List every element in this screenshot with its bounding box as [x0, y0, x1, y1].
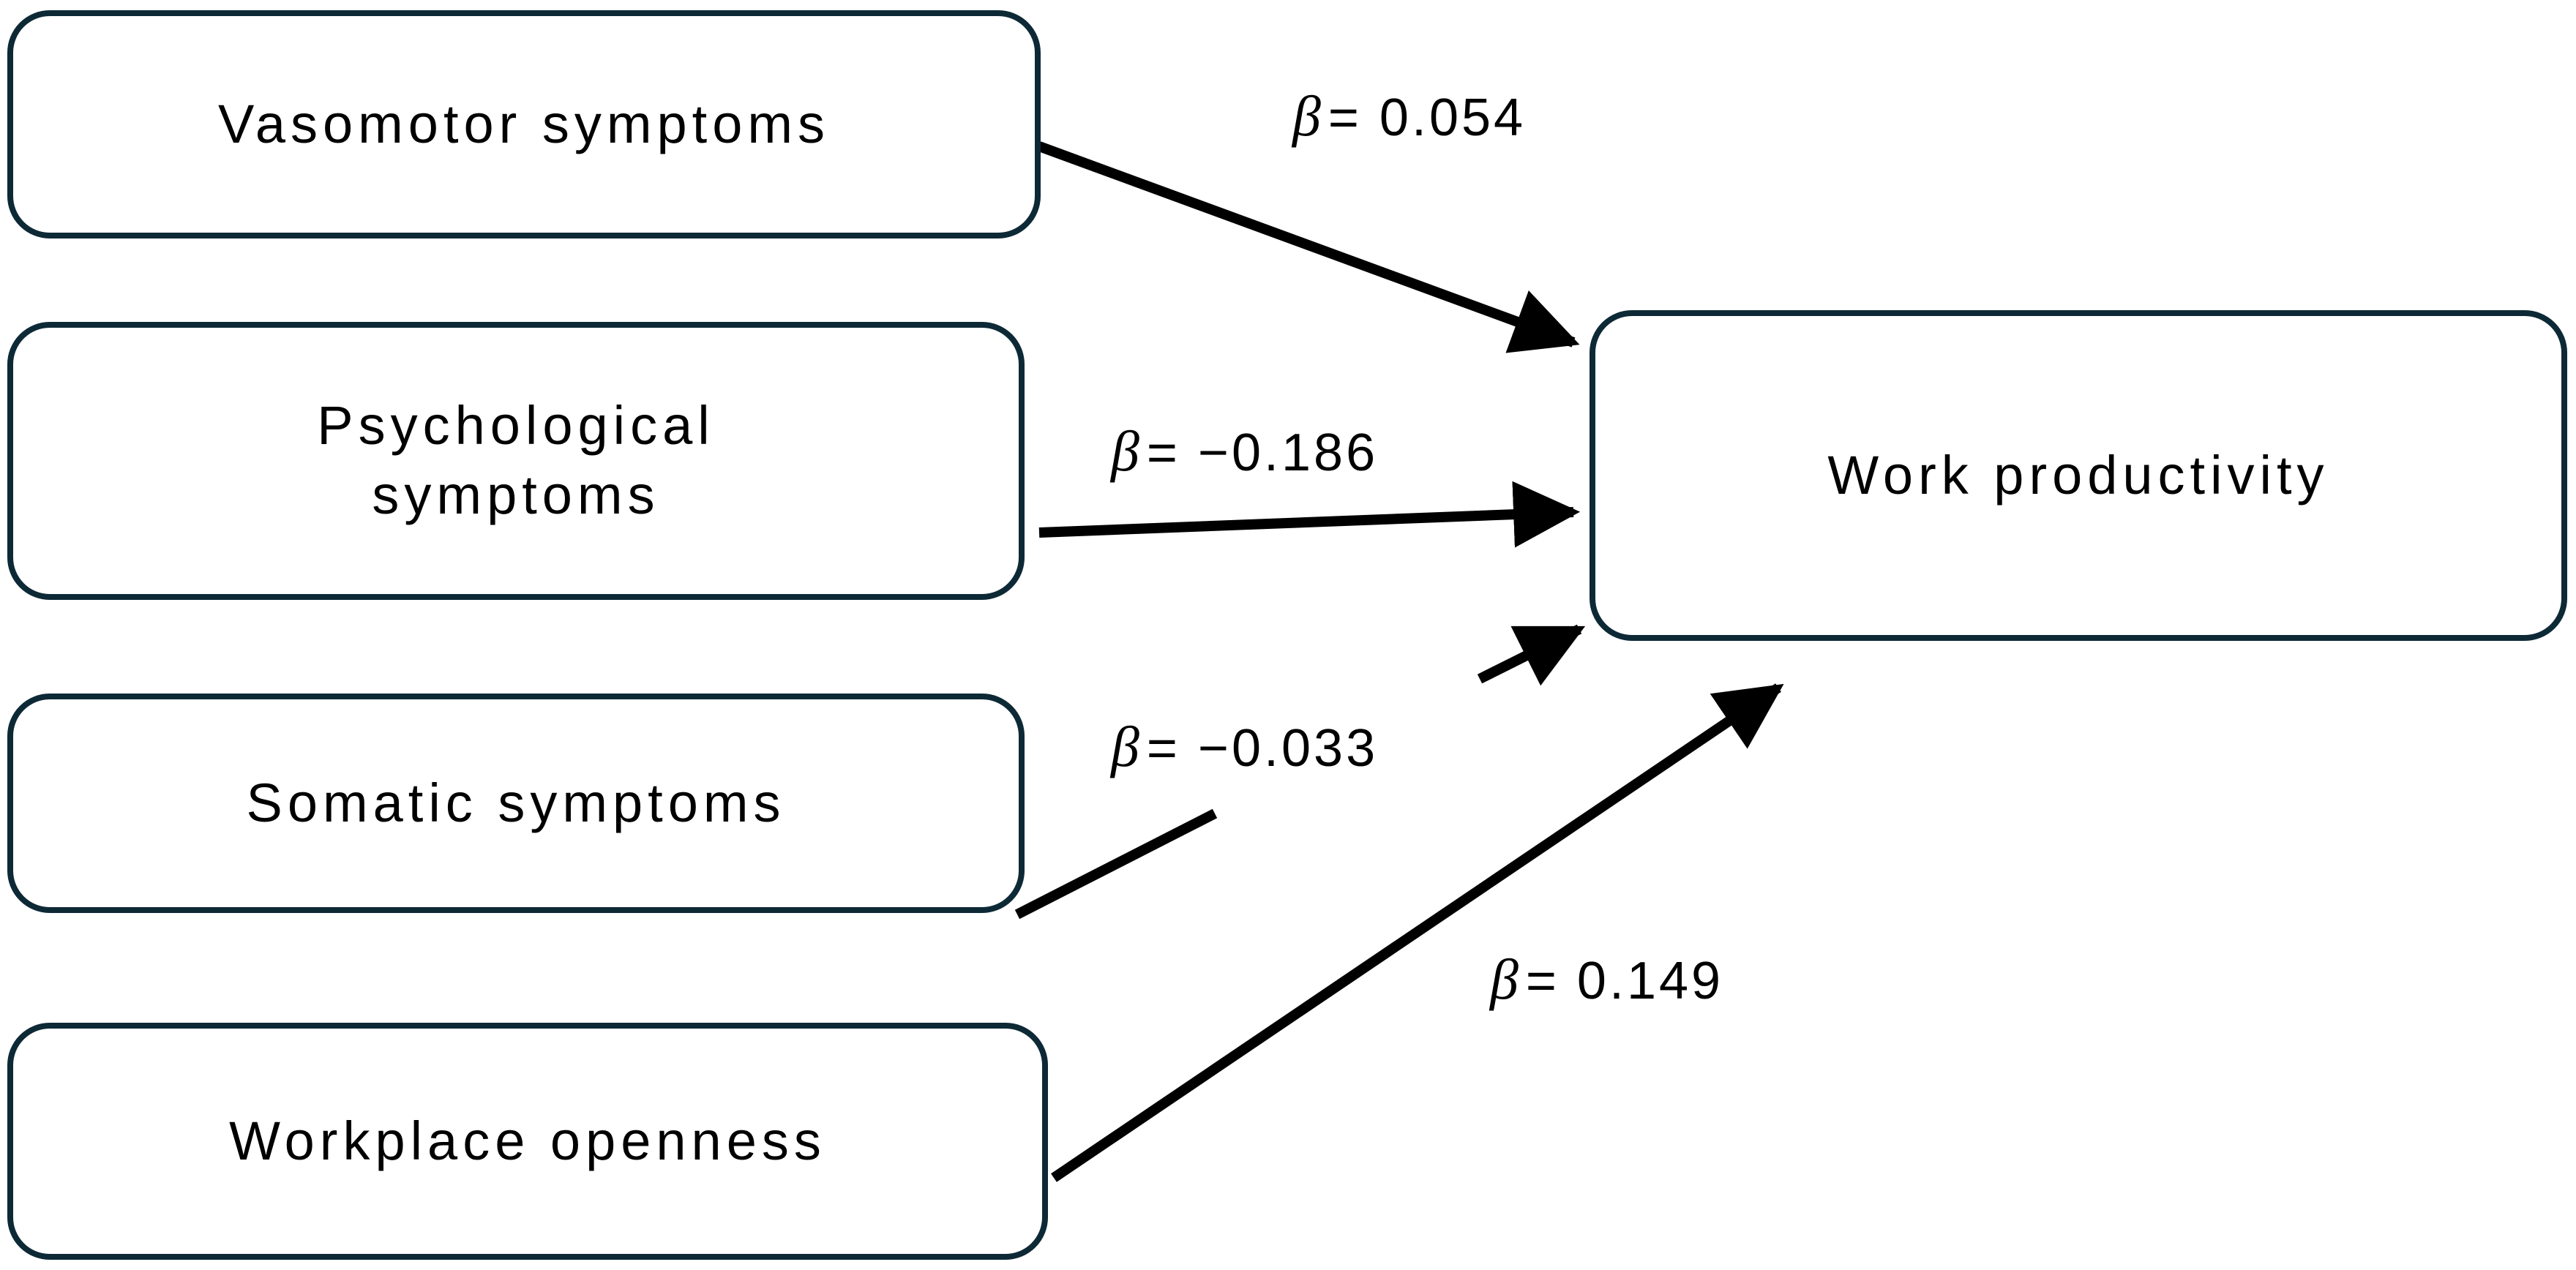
edge-label-psychological: β= −0.186 — [1104, 416, 1386, 487]
node-workplace-openness[interactable]: Workplace openness — [7, 1023, 1048, 1260]
node-somatic[interactable]: Somatic symptoms — [7, 694, 1025, 913]
node-work-productivity-label: Work productivity — [1827, 444, 2329, 506]
node-workplace-openness-label: Workplace openness — [229, 1110, 826, 1171]
edge-vasomotor-to-outcome — [1037, 141, 1580, 353]
edge-label-workplace-text: = — [1525, 952, 1560, 1010]
edge-label-vasomotor: β= 0.054 — [1285, 80, 1534, 152]
edge-label-somatic-text: = — [1146, 719, 1180, 778]
edge-value-vasomotor: 0.054 — [1379, 89, 1527, 147]
edge-somatic-to-outcome — [1014, 624, 1586, 920]
beta-symbol-2: β — [1111, 419, 1139, 483]
beta-symbol-3: β — [1111, 715, 1139, 778]
node-psychological-label: Psychological symptoms — [317, 395, 715, 525]
edge-value-psychological: −0.186 — [1197, 424, 1379, 482]
edge-label-psychological-text: = — [1146, 424, 1180, 482]
node-vasomotor-label: Vasomotor symptoms — [217, 93, 831, 154]
node-vasomotor[interactable]: Vasomotor symptoms — [7, 10, 1041, 238]
edge-value-somatic: −0.033 — [1197, 719, 1379, 778]
edge-workplace-to-outcome — [1051, 683, 1784, 1182]
node-work-productivity[interactable]: Work productivity — [1590, 310, 2567, 641]
edge-label-somatic: β= −0.033 — [1104, 711, 1386, 783]
edge-label-vasomotor-text: = — [1328, 89, 1362, 147]
beta-symbol-1: β — [1292, 84, 1321, 148]
node-psychological[interactable]: Psychological symptoms — [7, 322, 1025, 600]
edge-label-workplace: β= 0.149 — [1483, 944, 1731, 1015]
edge-psychological-to-outcome — [1038, 481, 1581, 548]
edge-value-workplace: 0.149 — [1576, 952, 1724, 1010]
beta-symbol-4: β — [1490, 947, 1519, 1011]
node-somatic-label: Somatic symptoms — [246, 772, 786, 833]
